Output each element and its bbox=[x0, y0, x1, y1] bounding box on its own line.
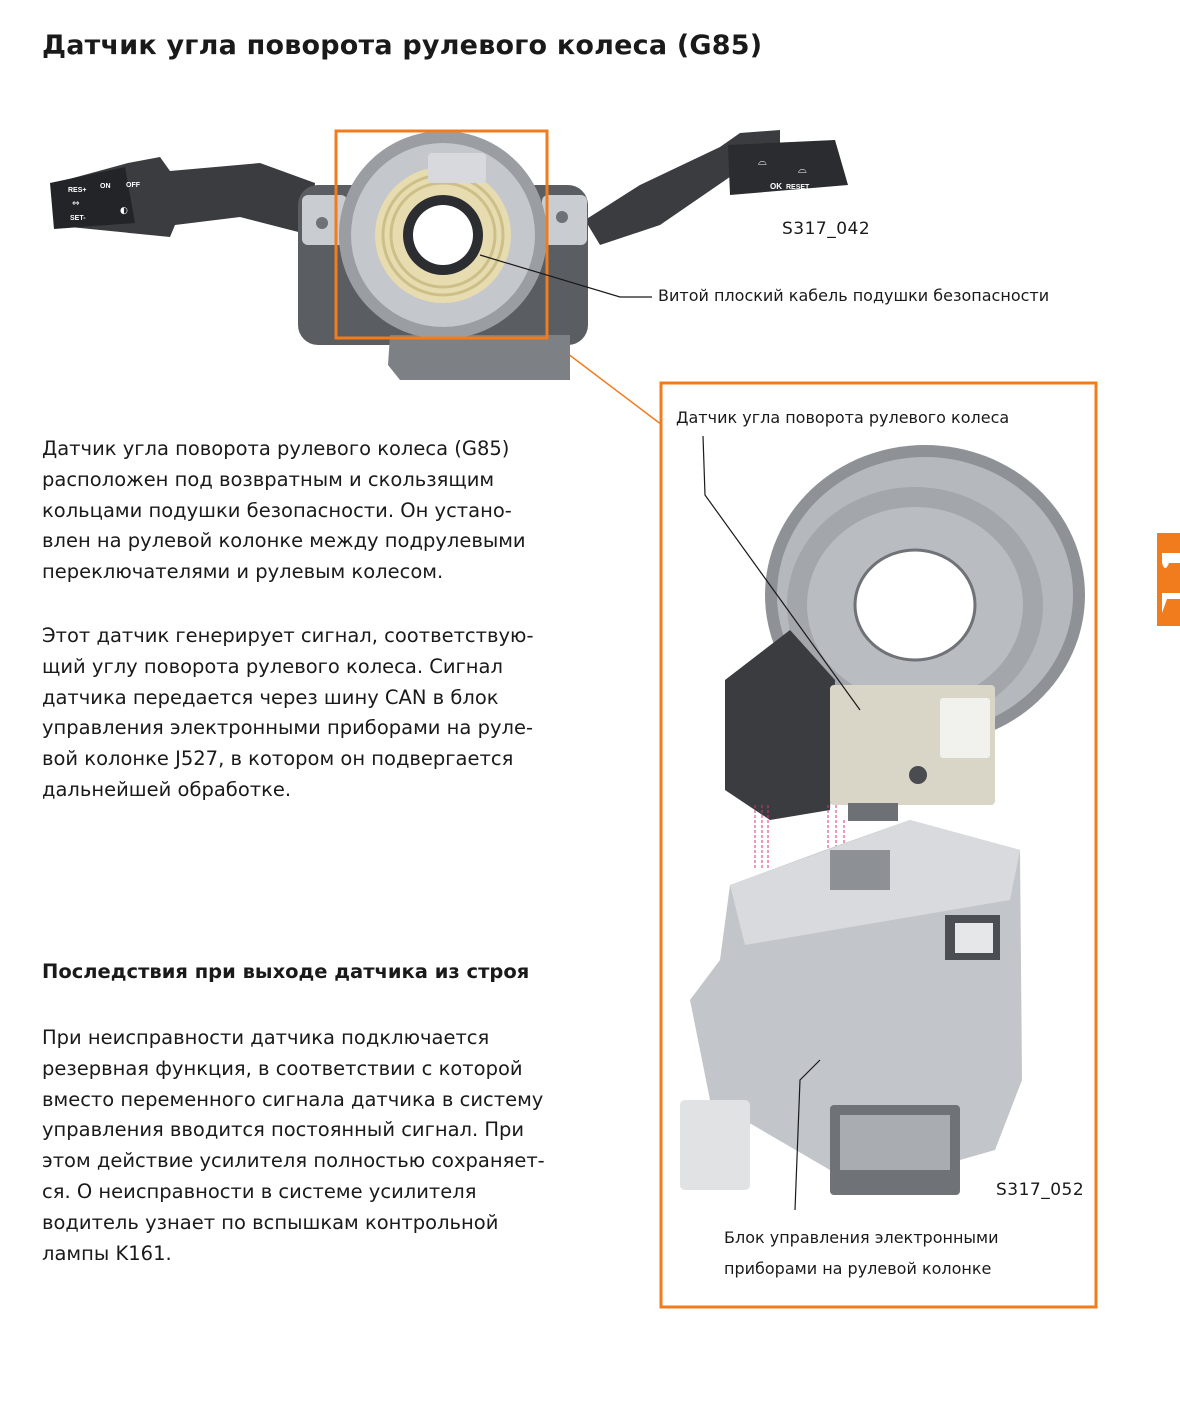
label-control-unit: Блок управления электронными приборами н… bbox=[724, 1228, 999, 1278]
lower-connector bbox=[388, 335, 570, 380]
failure-heading: Последствия при выходе датчика из строя bbox=[42, 960, 530, 983]
side-bracket bbox=[725, 630, 835, 820]
angle-sensor-module bbox=[830, 685, 995, 821]
module-leader-line bbox=[794, 1059, 821, 1211]
signal-paragraph: Этот датчик генерирует сигнал, соответст… bbox=[42, 624, 534, 801]
section-side-tab bbox=[1157, 533, 1180, 626]
top-plug bbox=[428, 153, 486, 183]
page-title: Датчик угла поворота рулевого колеса (G8… bbox=[42, 30, 763, 61]
right-stalk: OK RESET ⌓ ⌓ bbox=[585, 130, 848, 245]
stalk-text-ok: OK bbox=[770, 182, 782, 191]
failure-paragraph: При неисправности датчика подключается р… bbox=[42, 1026, 545, 1265]
figure-sensor-detail bbox=[659, 381, 1098, 1309]
figure-steering-switch: RES+ ON OFF SET- ⇔ ◐ OK RESET ⌓ ⌓ bbox=[50, 129, 848, 380]
headlight-icon: ◐ bbox=[120, 206, 128, 216]
label-angle-sensor: Датчик угла поворота рулевого колеса bbox=[676, 408, 1010, 427]
arrows-icon: ⇔ bbox=[72, 199, 80, 209]
stalk-text-on: ON bbox=[100, 183, 111, 190]
stalk-text-set: SET- bbox=[70, 215, 86, 222]
highlight-frame bbox=[334, 129, 549, 340]
intro-paragraph: Датчик угла поворота рулевого колеса (G8… bbox=[42, 437, 526, 584]
sensor-leader-line bbox=[702, 435, 861, 711]
stalk-text-res: RES+ bbox=[68, 187, 86, 194]
stalk-text-reset: RESET bbox=[786, 184, 810, 191]
left-stalk: RES+ ON OFF SET- ⇔ ◐ bbox=[50, 157, 315, 237]
sensor-disc bbox=[765, 445, 1085, 745]
wiper-icon: ⌓ bbox=[758, 155, 767, 168]
washer-icon: ⌓ bbox=[798, 163, 807, 176]
steering-column-control-unit bbox=[680, 820, 1022, 1195]
figure-code-detail: S317_052 bbox=[996, 1180, 1085, 1200]
figure-code-top: S317_042 bbox=[782, 219, 871, 239]
callout-flat-cable: Витой плоский кабель подушки безопасност… bbox=[658, 286, 1050, 305]
cable-leader-line bbox=[479, 254, 652, 298]
stalk-text-off: OFF bbox=[126, 182, 141, 189]
